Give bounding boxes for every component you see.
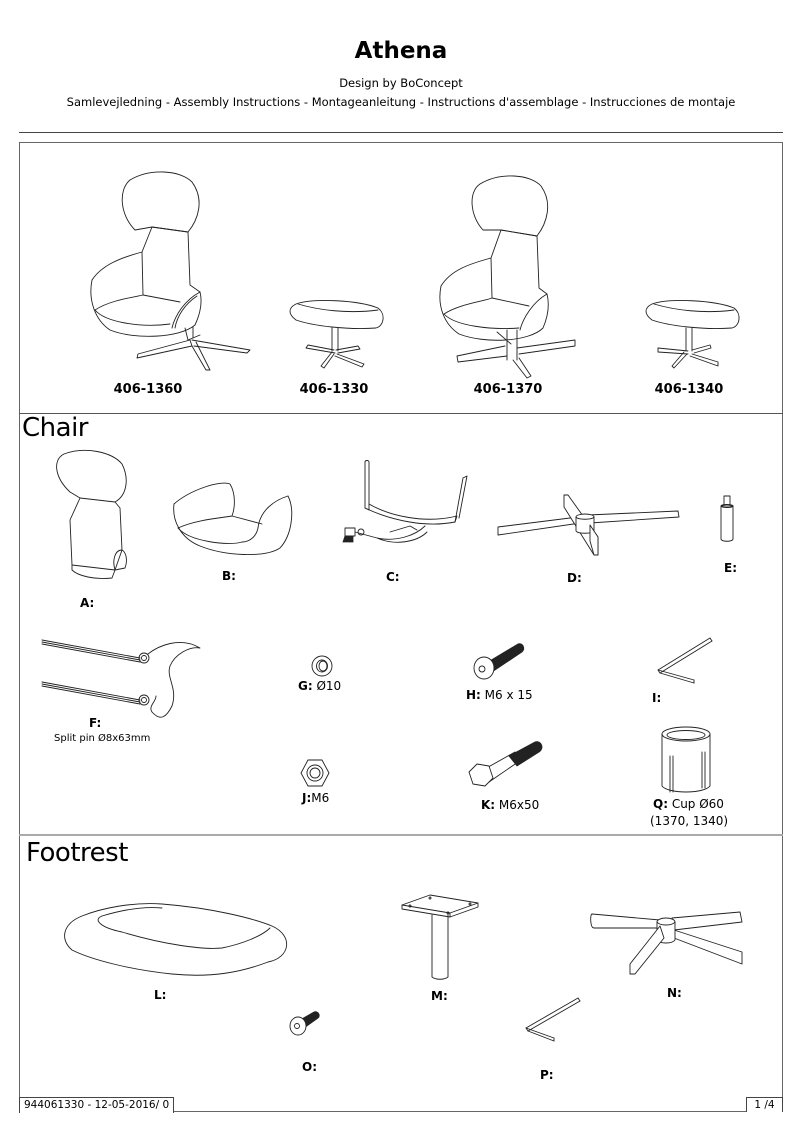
model-number: 406-1330 [299,382,369,397]
part-label-n: N: [667,986,682,1000]
part-label-k: K: M6x50 [481,798,540,812]
section-title-footrest: Footrest [26,838,128,868]
header-rule [19,132,783,133]
star-base-icon [590,911,743,975]
part-label-m: M: [431,989,448,1003]
allen-key-icon [657,637,713,684]
hex-nut-icon [300,759,330,787]
part-note-f: Split pin Ø8x63mm [54,733,151,744]
allen-key-icon [525,997,581,1042]
gas-cylinder-icon [720,495,734,542]
part-label-l: L: [154,988,167,1002]
star-base-icon [497,494,680,556]
part-note-q: (1370, 1340) [650,814,729,828]
flat-head-bolt-icon [473,643,525,680]
seat-shell-icon [173,482,293,555]
model-number: 406-1340 [654,382,724,397]
section-divider [19,413,783,414]
washer-icon [311,655,333,677]
part-label-p: P: [540,1068,554,1082]
part-label-c: C: [386,570,400,584]
part-label-h: H: M6 x 15 [466,688,533,702]
split-pin-icon [41,639,201,718]
part-label-o: O: [302,1060,317,1074]
seat-bracket-icon [342,460,468,543]
column-plate-icon [401,894,479,980]
part-label-f: F: [89,716,102,730]
designer-credit: Design by BoConcept [339,76,463,90]
high-back-chair-icon [90,171,251,371]
document-title: Athena [354,38,448,64]
model-number: 406-1370 [473,382,543,397]
part-label-b: B: [222,569,236,583]
content-frame [19,142,783,1112]
part-label-d: D: [567,571,582,585]
cup-sleeve-icon [661,726,711,793]
high-back-chair-icon [439,175,576,379]
page-number: 1 /4 [746,1097,783,1112]
part-label-q: Q: Cup Ø60 [653,797,724,811]
document-reference: 944061330 - 12-05-2016/ 0 [19,1097,175,1113]
footrest-icon [289,300,384,369]
part-label-a: A: [80,596,95,610]
part-label-g: G: Ø10 [298,679,342,693]
part-label-i: I: [652,691,662,705]
instruction-languages: Samlevejledning - Assembly Instructions … [66,95,736,109]
hex-bolt-icon [468,741,543,787]
section-title-chair: Chair [22,413,88,443]
backrest-icon [56,449,127,579]
part-label-e: E: [724,561,737,575]
footrest-cushion-icon [64,903,288,976]
part-label-j: J:M6 [302,791,330,805]
section-divider [19,834,783,836]
footrest-icon [645,300,740,369]
flat-head-bolt-icon [289,1011,320,1036]
model-number: 406-1360 [113,382,183,397]
